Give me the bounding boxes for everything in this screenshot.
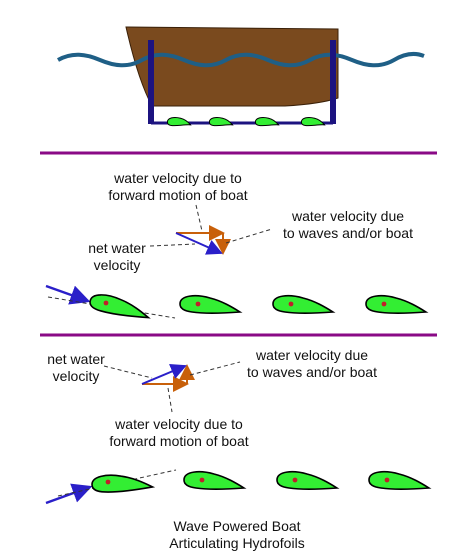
pivot-point xyxy=(199,477,205,483)
panel-b-net-label: net water velocity xyxy=(47,351,105,385)
pivot-point xyxy=(288,301,294,307)
caption-title: Wave Powered Boat xyxy=(173,518,301,534)
label-line: to waves and/or boat xyxy=(247,364,377,380)
pivot-point xyxy=(105,479,111,485)
label-line: velocity xyxy=(93,257,141,273)
mast-right xyxy=(330,40,336,124)
hydrofoil xyxy=(208,117,234,127)
hydrofoil xyxy=(276,470,340,490)
panel-a-wave-label: water velocity due to waves and/or boat xyxy=(283,208,413,242)
label-line: forward motion of boat xyxy=(108,187,248,203)
panel-a-net-label: net water velocity xyxy=(88,240,146,274)
panel-a-foils xyxy=(45,284,429,319)
label-line: water velocity due to xyxy=(114,170,242,186)
pivot-point xyxy=(195,301,201,307)
panel-a-forward-label: water velocity due to forward motion of … xyxy=(108,170,247,204)
leader-line xyxy=(225,228,273,244)
chord-line xyxy=(57,469,177,497)
panel-b-vectors xyxy=(103,361,241,413)
water-wave xyxy=(57,51,425,68)
mast-left xyxy=(148,40,154,124)
hydrofoil xyxy=(179,294,243,314)
hydrofoil xyxy=(91,474,156,493)
pivot-point xyxy=(292,477,298,483)
leader-line xyxy=(167,387,173,413)
boat-illustration xyxy=(57,26,425,127)
boat-hull xyxy=(125,26,339,107)
hydrofoil xyxy=(183,470,247,490)
net-velocity-arrow xyxy=(175,232,223,255)
leader-line xyxy=(149,243,196,247)
label-line: to waves and/or boat xyxy=(283,225,413,241)
label-line: water velocity due xyxy=(255,347,369,363)
leader-line xyxy=(189,361,241,376)
panel-a-vectors xyxy=(149,204,273,255)
hydrofoil xyxy=(272,294,336,314)
hydrofoil xyxy=(166,117,192,127)
label-line: net water xyxy=(47,351,105,367)
flow-arrow xyxy=(45,483,93,505)
hydrofoil xyxy=(365,294,429,314)
label-line: water velocity due xyxy=(291,208,405,224)
label-line: forward motion of boat xyxy=(109,433,249,449)
pivot-point xyxy=(103,300,109,306)
pivot-point xyxy=(384,477,390,483)
flow-arrow xyxy=(45,284,91,305)
caption-subtitle: Articulating Hydrofoils xyxy=(169,535,305,551)
leader-line xyxy=(195,204,203,232)
hydrofoil xyxy=(368,470,432,490)
hydrofoil xyxy=(254,117,280,127)
label-line: water velocity due to xyxy=(115,416,243,432)
net-velocity-arrow xyxy=(141,364,187,385)
hydrofoil xyxy=(89,294,151,319)
pivot-point xyxy=(381,301,387,307)
hydrofoil xyxy=(300,117,326,127)
panel-b-foils xyxy=(45,469,432,505)
panel-b-forward-label: water velocity due to forward motion of … xyxy=(109,416,248,450)
boat-foils xyxy=(166,117,326,127)
panel-b-wave-label: water velocity due to waves and/or boat xyxy=(247,347,377,381)
label-line: net water xyxy=(88,240,146,256)
leader-line xyxy=(103,365,153,379)
label-line: velocity xyxy=(52,368,100,384)
